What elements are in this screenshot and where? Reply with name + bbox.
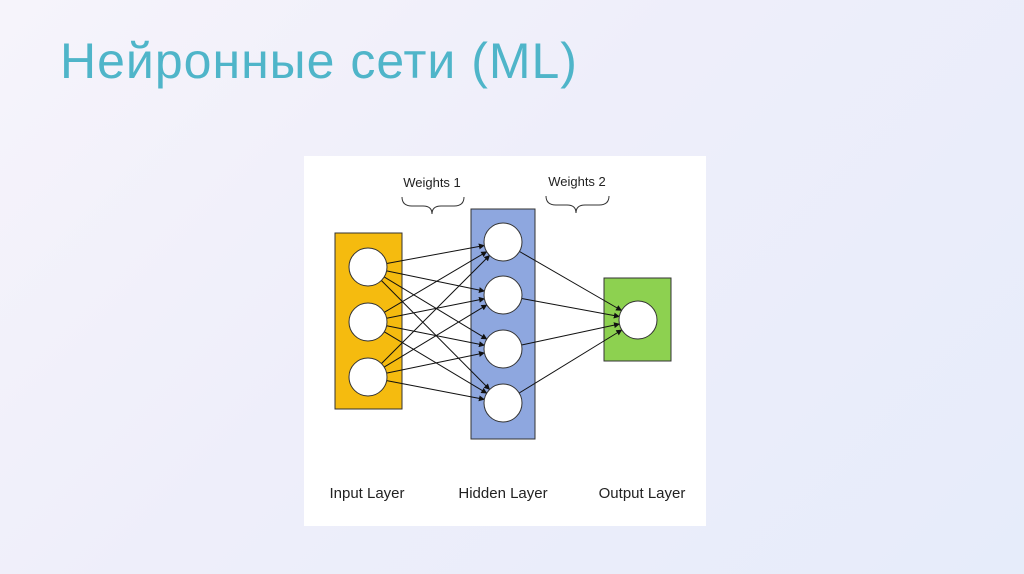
diagram-canvas: Weights 1 Weights 2 Input Layer Hidden L… bbox=[329, 174, 686, 502]
connection-arrow bbox=[384, 251, 488, 313]
connection-arrow bbox=[519, 251, 623, 311]
hidden-node bbox=[483, 383, 523, 423]
input-node bbox=[348, 247, 388, 287]
input-node bbox=[348, 302, 388, 342]
hidden-layer-label: Hidden Layer bbox=[458, 485, 547, 502]
hidden-node bbox=[483, 222, 523, 262]
hidden-node bbox=[483, 275, 523, 315]
connection-arrow bbox=[383, 304, 488, 368]
slide-title: Нейронные сети (ML) bbox=[60, 33, 578, 89]
connection-arrow bbox=[386, 243, 485, 264]
connection-arrow bbox=[386, 296, 485, 319]
output-node bbox=[618, 300, 658, 340]
weights-2-label: Weights 2 bbox=[548, 174, 606, 189]
connection-arrow bbox=[381, 254, 491, 364]
connection-arrow bbox=[386, 270, 485, 293]
hidden-node bbox=[483, 329, 523, 369]
connection-arrow bbox=[521, 298, 620, 319]
connection-arrow bbox=[521, 322, 620, 346]
connection-arrow bbox=[386, 380, 485, 402]
connection-arrow bbox=[386, 351, 485, 374]
output-layer-label: Output Layer bbox=[599, 485, 686, 502]
connections bbox=[381, 243, 623, 402]
weights-1-label: Weights 1 bbox=[403, 175, 461, 190]
connection-arrow bbox=[518, 329, 623, 394]
weights-1-brace bbox=[401, 196, 465, 215]
neural-network-diagram: Weights 1 Weights 2 Input Layer Hidden L… bbox=[304, 156, 706, 526]
weights-2-brace bbox=[545, 195, 610, 214]
input-node bbox=[348, 357, 388, 397]
input-layer-label: Input Layer bbox=[329, 485, 404, 502]
